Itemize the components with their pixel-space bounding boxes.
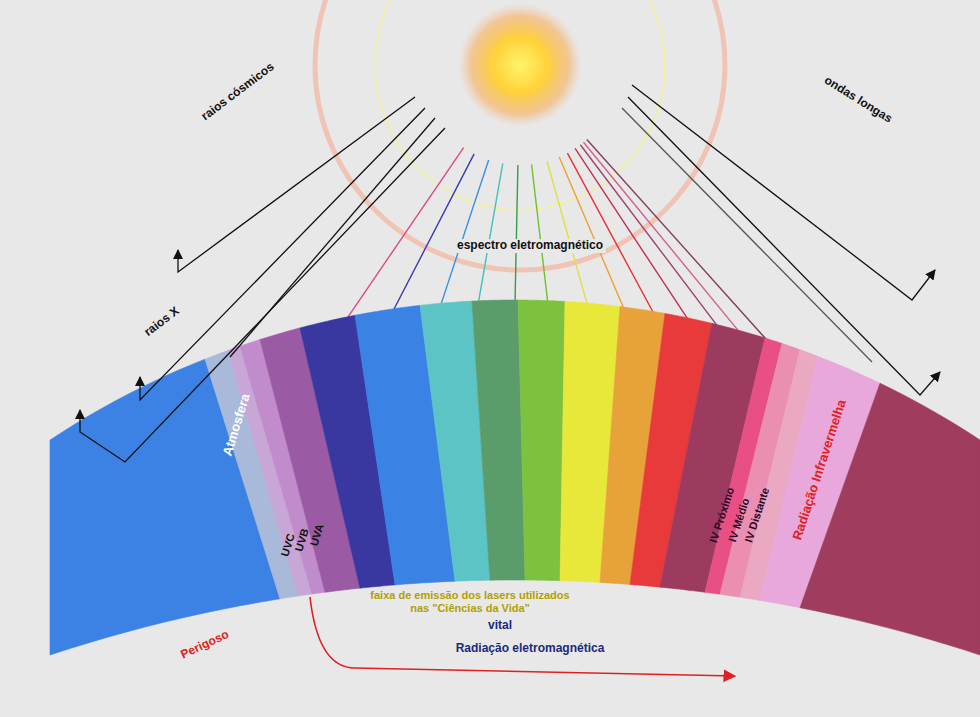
range-note: faixa de emissão dos lasers utilizados n… [363,589,578,614]
sun-ray [478,164,503,305]
outer-ring [315,0,725,270]
sun-ray [392,154,474,313]
spectrum-stripe [472,300,525,580]
long-wave-line [628,97,940,395]
band-name: raios X [142,304,182,339]
axis-label: Radiação eletromagnética [456,642,605,656]
sun-ray [567,153,655,316]
band-name: UVA [308,522,327,547]
band-name: ondas longas [822,74,895,127]
spectrum-stripe [50,359,280,655]
band-name: raios cósmicos [199,60,277,124]
danger-label: Perigoso [179,628,231,662]
spectrum-band [50,300,980,655]
diagram-heading: espectro eletromagnético [454,239,606,253]
range-note: vital [488,619,512,633]
long-wave-line [622,108,872,362]
band-name: Atmosfera [220,392,253,458]
xray-line [80,128,445,462]
sun-ray [532,164,548,304]
sun-ray [547,161,588,307]
sun-ray [580,145,720,330]
spectrum-stripe [518,300,565,581]
sun-ray [515,165,518,304]
black-leaders [80,85,940,462]
sun [458,3,582,127]
xray-line [140,108,425,400]
cosmic-ray-line [178,97,415,272]
sun-ray [345,148,464,322]
band-name: Radiação Infravermelha [790,398,850,542]
